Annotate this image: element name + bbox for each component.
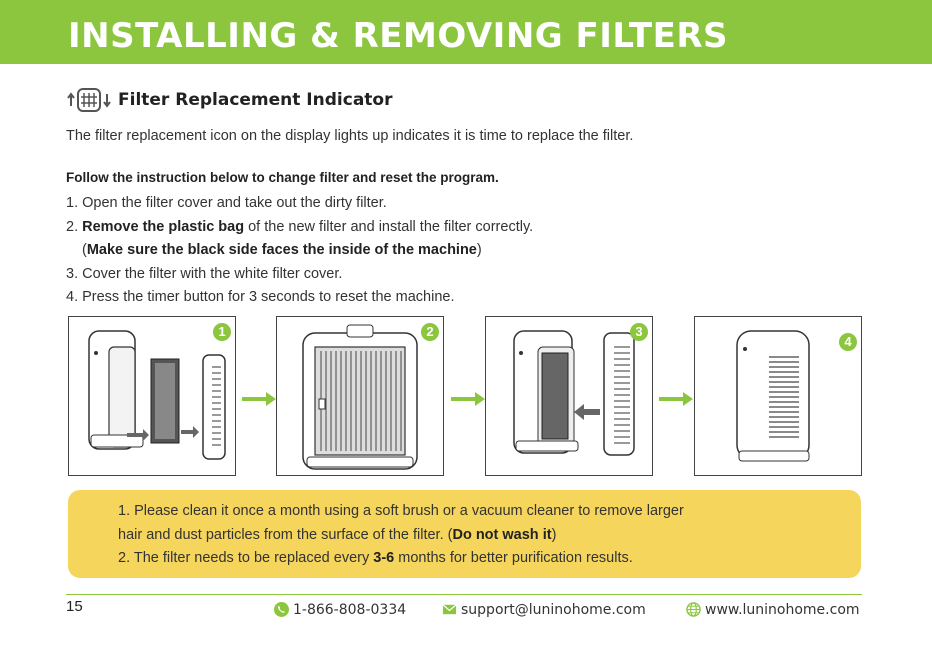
note-line-3-prefix: 2. The filter needs to be replaced every: [118, 550, 374, 566]
step-2: 2. Remove the plastic bag of the new fil…: [66, 216, 533, 240]
footer-phone: 1-866-808-0334: [274, 602, 406, 618]
step-1: 1. Open the filter cover and take out th…: [66, 195, 387, 211]
instruction-steps: 1. Open the filter cover and take out th…: [66, 192, 533, 310]
footer-divider: [66, 594, 862, 595]
step-3: 3. Cover the filter with the white filte…: [66, 265, 343, 282]
header-banner: INSTALLING & REMOVING FILTERS: [0, 0, 932, 64]
website-url[interactable]: www.luninohome.com: [705, 602, 860, 618]
arrow-right-icon: [451, 392, 485, 406]
note-line-3-suffix: months for better purification results.: [394, 550, 633, 566]
filter-indicator-icon: [67, 88, 111, 112]
phone-icon: [274, 602, 289, 617]
step-badge-4: 4: [839, 333, 857, 351]
phone-number[interactable]: 1-866-808-0334: [293, 602, 407, 618]
intro-text: The filter replacement icon on the displ…: [66, 128, 634, 144]
step-2-bold: Remove the plastic bag: [82, 218, 245, 235]
email-icon: [442, 604, 457, 615]
diagram-step-3: 3: [485, 316, 653, 476]
step-2-rest: of the new filter and install the filter…: [244, 218, 534, 235]
filter-installed-illustration: [302, 324, 418, 470]
diagram-step-1: 1: [68, 316, 236, 476]
step-4: 4. Press the timer button for 3 seconds …: [66, 289, 455, 305]
page-number: 15: [66, 598, 83, 615]
step-badge-3: 3: [630, 323, 648, 341]
step-2-prefix: 2.: [66, 218, 83, 235]
step-2-note-close: ): [476, 242, 482, 258]
purifier-open-illustration: [88, 330, 226, 460]
step-badge-1: 1: [213, 323, 231, 341]
footer-email: support@luninohome.com: [442, 602, 646, 618]
step-2-note-bold: Make sure the black side faces the insid…: [86, 242, 477, 258]
note-line-3: 2. The filter needs to be replaced every…: [118, 547, 684, 571]
step-2-note: (Make sure the black side faces the insi…: [66, 239, 533, 263]
note-line-2-prefix: hair and dust particles from the surface…: [118, 526, 453, 543]
step-2-note-open: (: [82, 242, 87, 258]
care-note-text: 1. Please clean it once a month using a …: [118, 500, 684, 571]
globe-icon: [686, 602, 701, 617]
care-note-box: [68, 490, 861, 578]
diagram-step-2: 2: [276, 316, 444, 476]
note-line-3-bold: 3-6: [373, 550, 395, 566]
diagram-step-4: 4: [694, 316, 862, 476]
instructions-heading: Follow the instruction below to change f…: [66, 170, 499, 185]
note-line-2: hair and dust particles from the surface…: [118, 524, 684, 548]
note-line-1: 1. Please clean it once a month using a …: [118, 503, 684, 519]
note-line-2-bold: Do not wash it: [452, 526, 552, 543]
arrow-right-icon: [242, 392, 276, 406]
page-title: INSTALLING & REMOVING FILTERS: [68, 16, 729, 56]
section-title: Filter Replacement Indicator: [118, 90, 393, 110]
purifier-closed-illustration: [736, 330, 810, 462]
footer-website: www.luninohome.com: [686, 602, 860, 618]
cover-filter-illustration: [513, 330, 635, 456]
email-address[interactable]: support@luninohome.com: [461, 602, 646, 618]
arrow-right-icon: [659, 392, 693, 406]
step-badge-2: 2: [421, 323, 439, 341]
note-line-2-suffix: ): [551, 526, 557, 543]
